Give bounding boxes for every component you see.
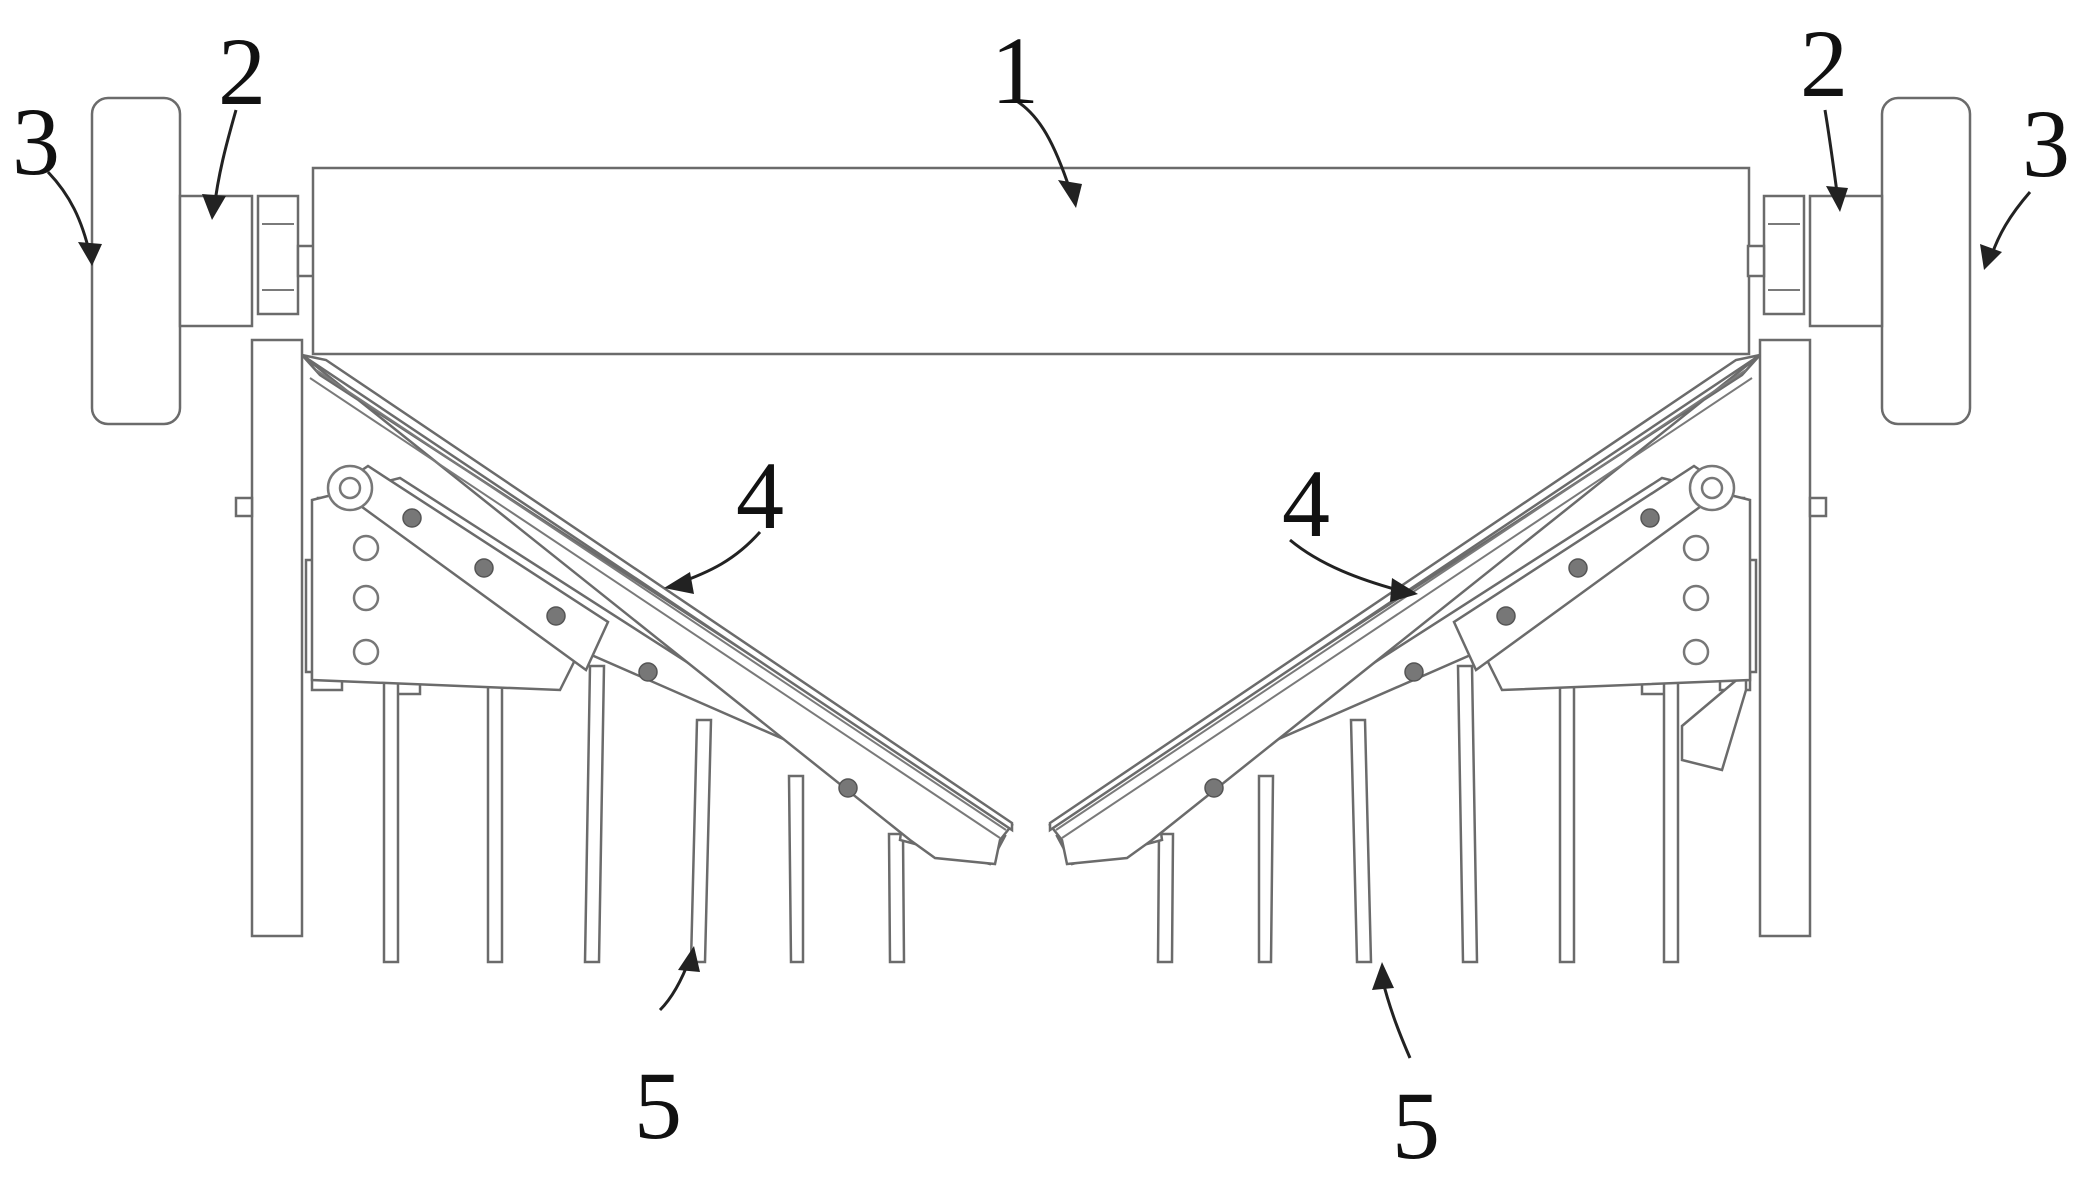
left-assembly [90,96,1014,964]
post-left [250,338,304,938]
post-right [1758,338,1812,938]
axle-right [1808,194,1884,328]
callout-tine-left: 5 [634,1052,682,1159]
callout-wheel-right: 3 [2022,90,2070,197]
tines-left [382,664,906,964]
callout-beam: 1 [991,17,1039,124]
arm-left [301,353,1014,866]
wheel-left [90,96,182,426]
main-beam [311,166,1751,356]
bracket-right [1762,194,1806,316]
callout-axle-left: 2 [218,18,266,125]
callout-wheel-left: 3 [12,88,60,195]
wheel-right [1880,96,1972,426]
callout-axle-right: 2 [1800,10,1848,117]
link-right [1204,464,1736,798]
callout-arm-right: 4 [1282,450,1330,557]
callout-tine-right: 5 [1392,1072,1440,1179]
right-assembly [1048,96,1972,964]
link-left [326,464,858,798]
axle-left [178,194,254,328]
bracket-left [256,194,300,316]
callout-arm-left: 4 [736,442,784,549]
leader-lines [46,98,2032,1059]
